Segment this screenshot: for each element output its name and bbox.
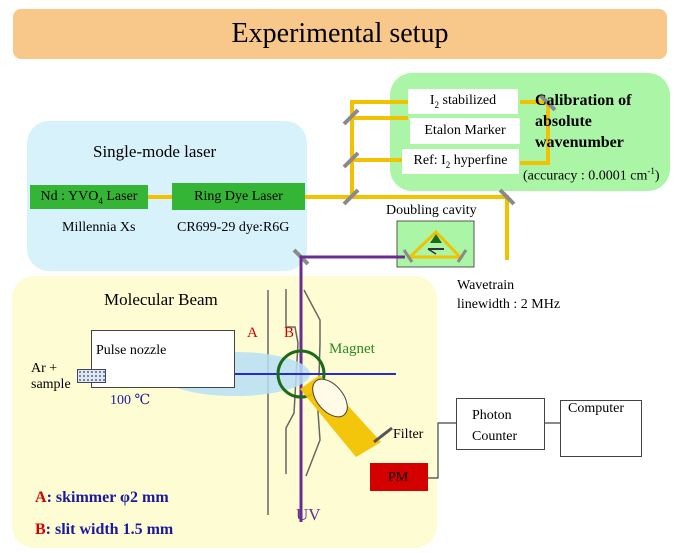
diagram-title: Experimental setup bbox=[231, 18, 449, 49]
molecular-beam-region bbox=[12, 276, 437, 548]
mirror-5 bbox=[498, 188, 516, 206]
title-banner: Experimental setup bbox=[13, 9, 667, 59]
calibration-loop-beam bbox=[520, 100, 550, 165]
i2-stabilized-label: I2 stabilized bbox=[429, 93, 497, 110]
pulse-nozzle-box bbox=[91, 330, 235, 388]
wavetrain-label: Wavetrain linewidth : 2 MHz bbox=[457, 278, 561, 312]
nd-yvo4-laser-box: Nd : YVO4 Laser bbox=[30, 185, 148, 209]
mirror-3 bbox=[342, 188, 360, 206]
ring-laser-model: CR699-29 dye:R6G bbox=[177, 220, 290, 235]
ring-dye-laser-box: Ring Dye Laser bbox=[172, 183, 305, 210]
pulse-nozzle-label: Pulse nozzle bbox=[96, 343, 167, 358]
pm-label: PM bbox=[388, 470, 409, 485]
computer-label: Computer bbox=[568, 401, 624, 416]
accuracy-label: (accuracy : 0.0001 cm-1) bbox=[523, 166, 660, 184]
legend-skimmer: A: skimmer φ2 mm bbox=[35, 489, 169, 506]
uv-beam bbox=[299, 255, 405, 522]
etalon-marker-box: Etalon Marker bbox=[410, 118, 520, 144]
magnet-label: Magnet bbox=[329, 341, 375, 357]
calibration-title: Calibration of absolute wavenumber bbox=[535, 92, 632, 151]
skimmer-marker-a: A bbox=[247, 325, 258, 341]
doubling-cavity-label: Doubling cavity bbox=[386, 203, 477, 218]
nd-laser-label: Nd : YVO4 Laser bbox=[40, 188, 138, 206]
mirror-4 bbox=[538, 93, 557, 112]
mirror-1 bbox=[342, 108, 360, 126]
ring-output-beam bbox=[305, 116, 408, 199]
molecular-beam-label: Molecular Beam bbox=[104, 290, 218, 309]
i2-stabilized-box: I2 stabilized bbox=[408, 89, 518, 114]
magnet-ring bbox=[276, 349, 326, 399]
pm-tube bbox=[370, 463, 428, 491]
ref-hyperfine-label: Ref: I2 hyperfine bbox=[413, 153, 508, 170]
uv-label: UV bbox=[296, 505, 321, 524]
single-mode-laser-label: Single-mode laser bbox=[93, 142, 217, 161]
detection-optics bbox=[300, 375, 393, 457]
signal-wires bbox=[428, 422, 560, 479]
i2-branch-beam bbox=[350, 100, 408, 118]
legend-slit: B: slit width 1.5 mm bbox=[35, 521, 174, 538]
ref-hyperfine-box: Ref: I2 hyperfine bbox=[402, 149, 519, 174]
etalon-marker-label: Etalon Marker bbox=[424, 123, 506, 138]
photon-counter-label: Photon Counter bbox=[472, 408, 518, 444]
nd-laser-model: Millennia Xs bbox=[62, 220, 136, 235]
photon-counter-box bbox=[456, 398, 545, 450]
slit-marker-b: B bbox=[284, 325, 295, 341]
sample-inlet bbox=[77, 369, 106, 383]
temperature-label: 100 ℃ bbox=[110, 393, 151, 408]
computer-box bbox=[560, 400, 642, 457]
doubling-cavity-box bbox=[396, 220, 475, 268]
filter-label: Filter bbox=[393, 427, 424, 442]
mirror-2 bbox=[342, 151, 360, 169]
ring-laser-label: Ring Dye Laser bbox=[194, 188, 283, 204]
sample-label: Ar + sample bbox=[31, 361, 71, 392]
